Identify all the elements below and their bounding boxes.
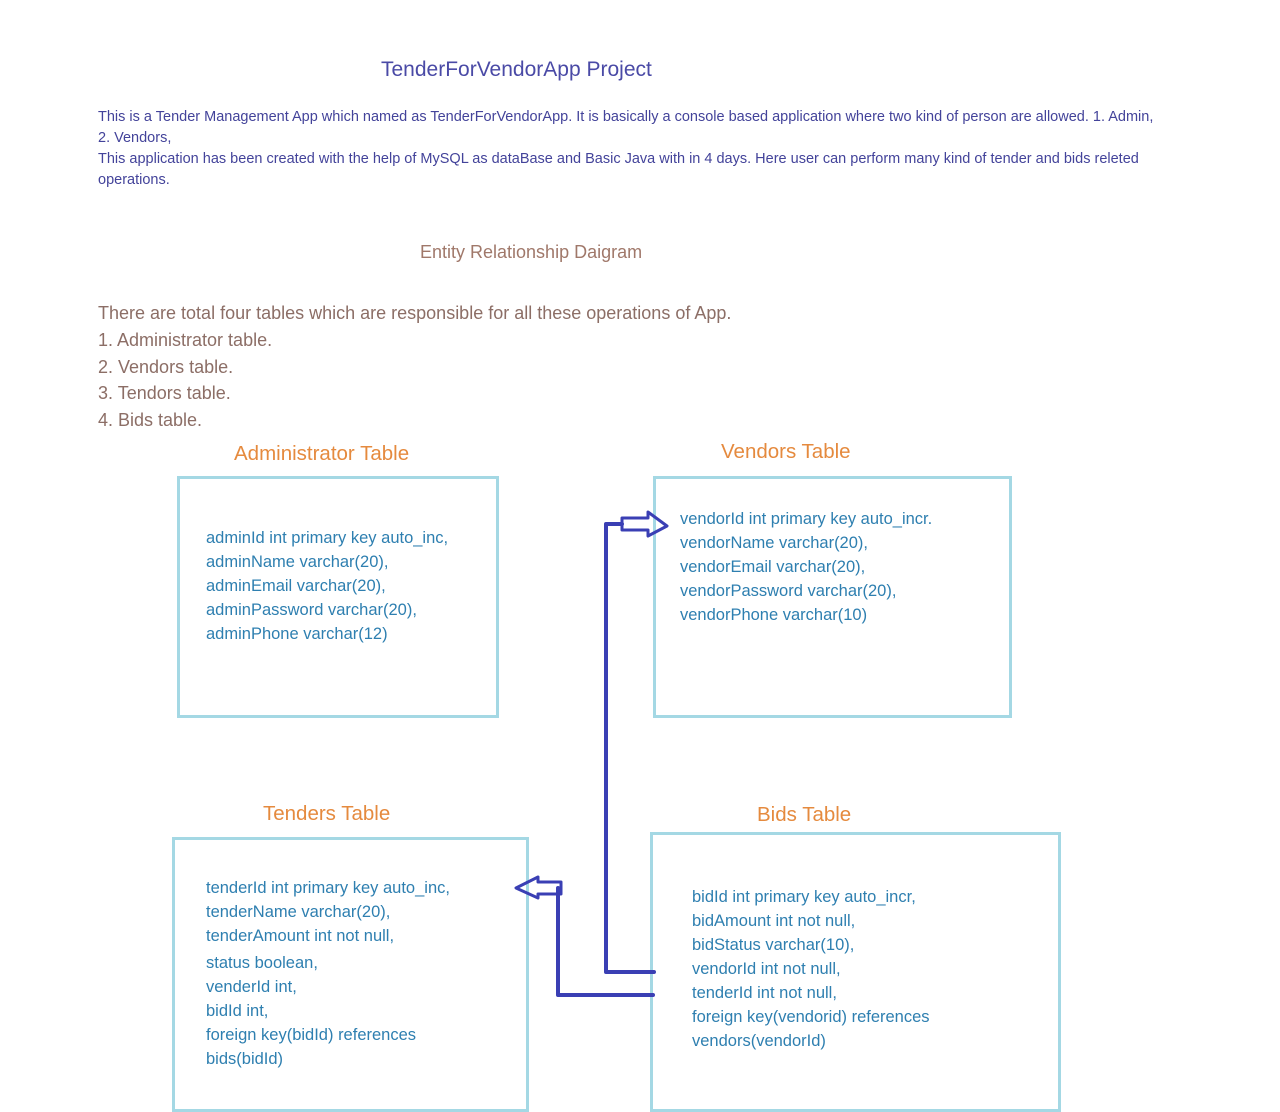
- tables-list-item: 4. Bids table.: [98, 410, 203, 431]
- bids-table-heading: Bids Table: [757, 803, 852, 826]
- vendors-table-box: [653, 476, 1012, 718]
- bids-to-tenders-connector: [514, 875, 655, 997]
- field-row: vendorEmail varchar(20),: [680, 558, 866, 576]
- vendors-table-fields: vendorId int primary key auto_incr. vend…: [680, 507, 932, 627]
- field-row: bidAmount int not null,: [692, 912, 856, 930]
- field-row: vendors(vendorId): [692, 1032, 826, 1050]
- field-row: foreign key(bidId) references: [206, 1026, 417, 1044]
- field-row: adminEmail varchar(20),: [206, 577, 386, 595]
- field-row: tenderId int not null,: [692, 984, 837, 1002]
- arrow-head-left-icon: [514, 875, 563, 900]
- field-row: bidId int primary key auto_incr,: [692, 888, 916, 906]
- intro-paragraph: This application has been created with t…: [98, 151, 1139, 188]
- intro-text: This is a Tender Management App which na…: [98, 107, 1158, 191]
- tables-summary: There are total four tables which are re…: [98, 300, 731, 434]
- field-row: foreign key(vendorid) references: [692, 1008, 930, 1026]
- tables-list-item: 2. Vendors table.: [98, 356, 234, 377]
- field-row: bidStatus varchar(10),: [692, 936, 855, 954]
- intro-paragraph: This is a Tender Management App which na…: [98, 109, 1154, 146]
- tables-list-item: 1. Administrator table.: [98, 329, 273, 350]
- tenders-table-heading: Tenders Table: [263, 802, 391, 825]
- administrator-table-box: [177, 476, 499, 718]
- tenders-table-fields: tenderId int primary key auto_inc, tende…: [206, 876, 450, 1071]
- field-row: bidId int,: [206, 1002, 269, 1020]
- field-row: vendorId int primary key auto_incr.: [680, 510, 933, 528]
- bids-to-vendors-line: [604, 522, 656, 974]
- bids-to-vendors-connector: [604, 510, 669, 974]
- field-row: status boolean,: [206, 954, 318, 972]
- vendors-table-heading: Vendors Table: [721, 440, 851, 463]
- field-row: vendorName varchar(20),: [680, 534, 868, 552]
- bids-table-fields: bidId int primary key auto_incr, bidAmou…: [692, 885, 930, 1053]
- tables-list-item: 3. Tendors table.: [98, 383, 231, 404]
- field-row: tenderName varchar(20),: [206, 903, 391, 921]
- field-row: adminPhone varchar(12): [206, 625, 388, 643]
- field-row: tenderId int primary key auto_inc,: [206, 879, 450, 897]
- administrator-table-heading: Administrator Table: [234, 442, 410, 465]
- field-row: vendorPhone varchar(10): [680, 606, 868, 624]
- tables-intro: There are total four tables which are re…: [98, 303, 732, 323]
- arrow-head-right-icon: [620, 510, 669, 538]
- administrator-table-fields: adminId int primary key auto_inc, adminN…: [206, 526, 448, 646]
- erd-title: Entity Relationship Daigram: [420, 242, 643, 262]
- bids-to-tenders-line: [556, 886, 655, 997]
- field-row: adminName varchar(20),: [206, 553, 389, 571]
- field-row: tenderAmount int not null,: [206, 927, 395, 945]
- document-title: TenderForVendorApp Project: [381, 58, 652, 81]
- field-row: vendorPassword varchar(20),: [680, 582, 897, 600]
- field-row: adminId int primary key auto_inc,: [206, 529, 449, 547]
- field-row: venderId int,: [206, 978, 297, 996]
- field-row: vendorId int not null,: [692, 960, 841, 978]
- field-row: adminPassword varchar(20),: [206, 601, 417, 619]
- field-row: bids(bidId): [206, 1050, 284, 1068]
